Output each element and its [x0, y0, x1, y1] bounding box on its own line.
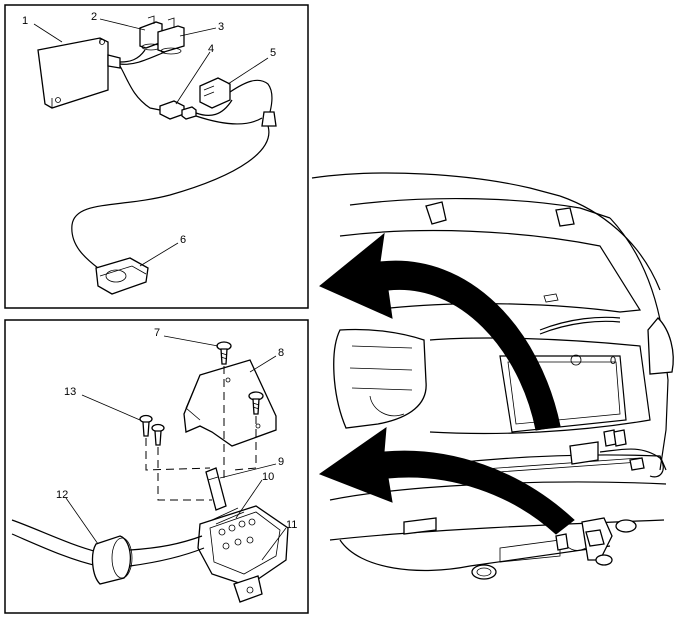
callout-12: 12 [56, 489, 68, 501]
top-callout-leaders [33, 18, 269, 267]
connector-5 [199, 77, 231, 109]
bracket-9 [205, 467, 227, 511]
arrow-lower [318, 426, 575, 535]
callout-10: 10 [262, 471, 274, 483]
tailgate-badge: 0 [610, 355, 616, 367]
bottom-callout-leaders [65, 335, 287, 561]
assembly-dash-lines [145, 366, 257, 501]
bottom-inset-panel: 7 8 13 9 10 11 12 [4, 319, 309, 614]
callout-3: 3 [218, 21, 224, 33]
screw-cover-right [248, 391, 264, 415]
wiring-harness-top [71, 49, 277, 269]
cable-12 [11, 519, 205, 585]
callout-8: 8 [278, 347, 284, 359]
callout-6: 6 [180, 234, 186, 246]
callout-11: 11 [286, 519, 297, 531]
vehicle-rear: 0 [311, 172, 674, 580]
callout-1: 1 [22, 15, 28, 27]
screws-13 [139, 414, 165, 446]
trailer-socket-6 [95, 257, 149, 295]
callout-13: 13 [64, 386, 76, 398]
top-inset-panel: 1 2 3 4 5 6 [4, 4, 309, 309]
callout-4: 4 [208, 43, 214, 55]
callout-9: 9 [278, 456, 284, 468]
connector-4 [159, 100, 197, 120]
callout-7: 7 [154, 327, 160, 339]
callout-5: 5 [270, 47, 276, 59]
arrow-upper [319, 232, 561, 431]
relay-3 [157, 17, 185, 55]
screw-7 [216, 341, 232, 365]
callout-2: 2 [91, 11, 97, 23]
socket-cover-8 [183, 359, 277, 447]
socket-body [197, 505, 289, 603]
control-module [37, 37, 121, 109]
pointer-arrows [318, 232, 575, 535]
